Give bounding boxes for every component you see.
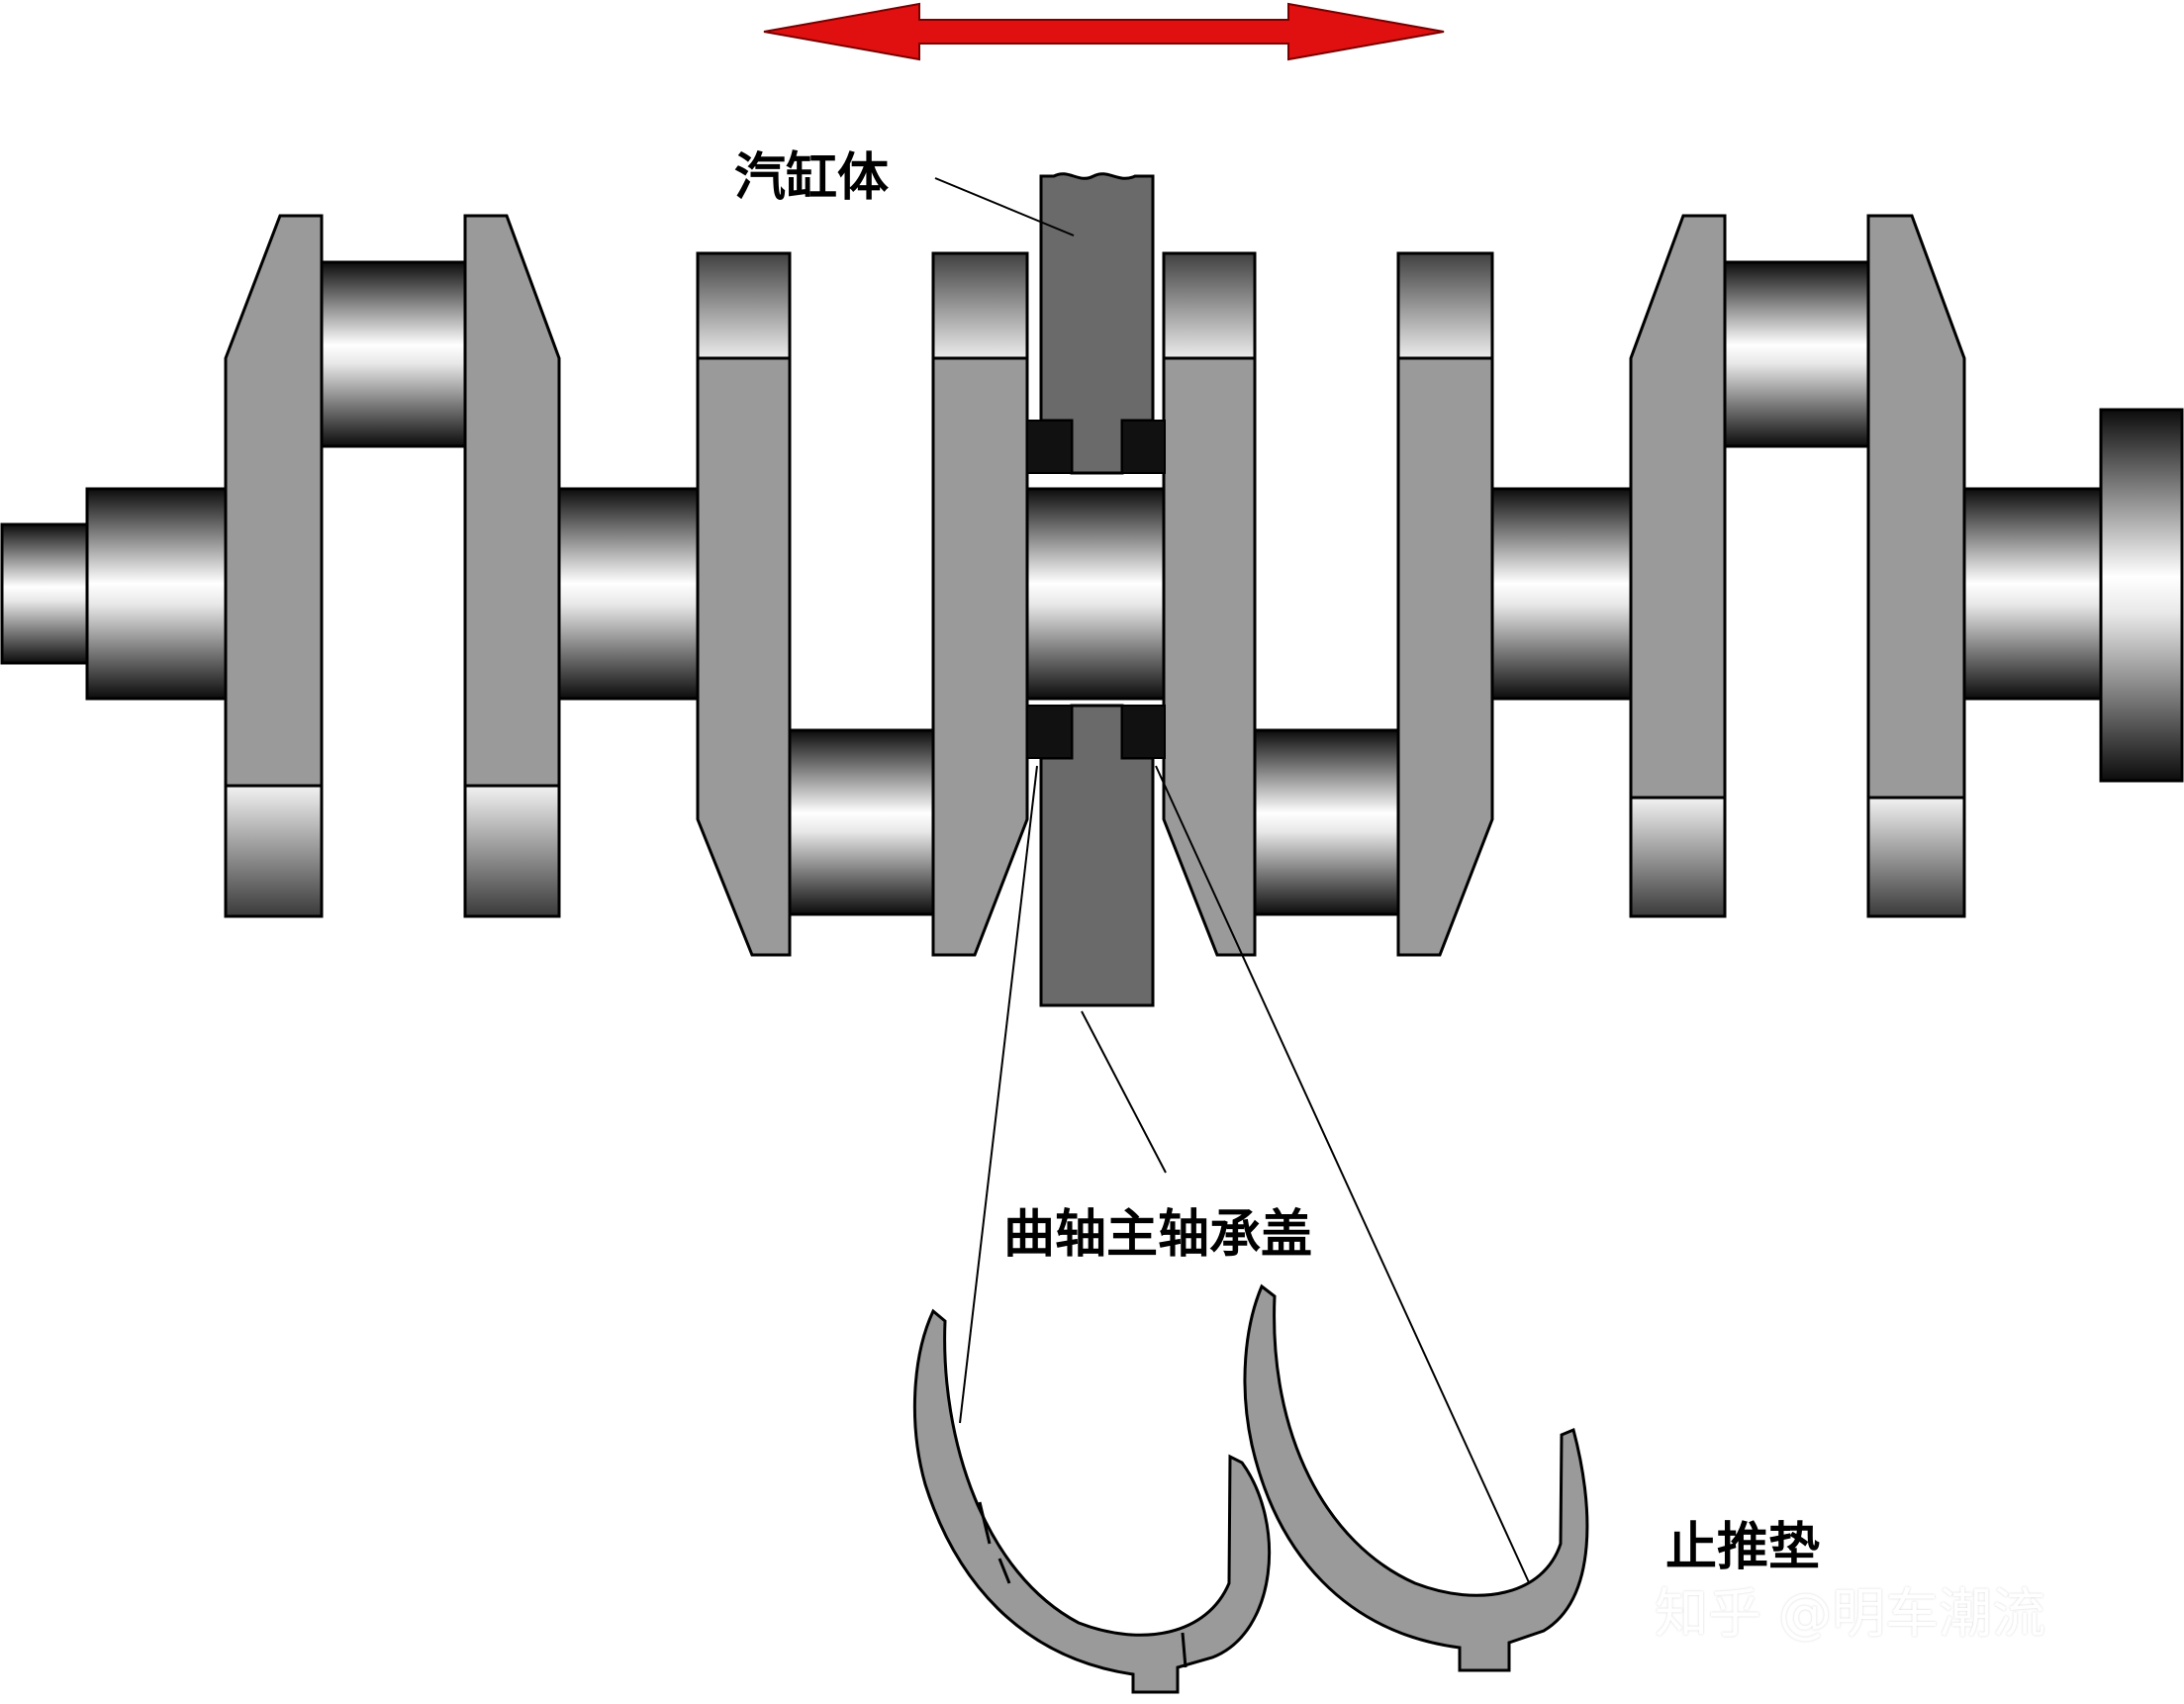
main-journals xyxy=(0,408,2184,783)
crank-webs-upper-pin xyxy=(224,214,1966,918)
thrust-washer-right xyxy=(1243,1283,1589,1672)
crank-webs-lower-pin xyxy=(696,251,1494,957)
watermark: 知乎 @明车潮流 xyxy=(1655,1582,2046,1645)
leader-lines xyxy=(934,177,1534,1592)
double-headed-arrow-icon xyxy=(763,2,1445,61)
main-bearing-cap-label: 曲轴主轴承盖 xyxy=(1003,1204,1313,1265)
cylinder-block-label: 汽缸体 xyxy=(734,147,890,208)
thrust-washer-left xyxy=(912,1308,1272,1694)
thrust-washer-label: 止推垫 xyxy=(1665,1517,1821,1577)
main-bearing-cap xyxy=(1026,704,1166,1007)
cylinder-block xyxy=(1026,172,1166,475)
